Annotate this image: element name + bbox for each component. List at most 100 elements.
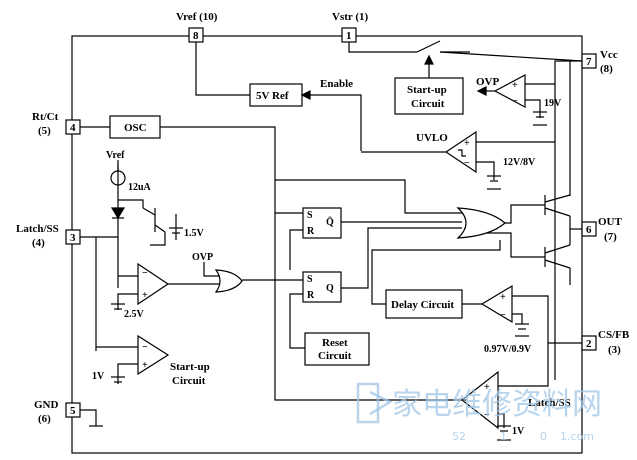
watermark: 家电维修资料网 52 1 0 1.com bbox=[356, 382, 602, 443]
csfb-comp-plus: + bbox=[500, 292, 506, 303]
q-top-collector bbox=[544, 194, 571, 203]
enable-arrow bbox=[300, 90, 311, 100]
sr-latch-2 bbox=[302, 271, 342, 303]
q-top-emitter bbox=[544, 207, 571, 217]
uvlo-comp-plus: + bbox=[464, 138, 470, 149]
reset-label-2: Circuit bbox=[318, 350, 352, 362]
pin-vcc-number: (8) bbox=[600, 63, 613, 75]
wire-csfb bbox=[512, 295, 582, 344]
wire-switch-vcc bbox=[439, 51, 583, 62]
uvlo-label: UVLO bbox=[416, 132, 448, 144]
pin-vcc-label: Vcc bbox=[600, 49, 618, 61]
pin-csfb-number: (3) bbox=[608, 344, 621, 356]
pin-out-number: (7) bbox=[604, 231, 617, 243]
sr1-r-label: R bbox=[307, 226, 315, 237]
pin-csfb-label: CS/FB bbox=[598, 329, 630, 341]
startup-bot-label-1: Start-up bbox=[170, 361, 210, 373]
pin-1-number: 1 bbox=[346, 30, 352, 42]
pin-latch-number: (4) bbox=[32, 237, 45, 249]
ovp-top-comparator bbox=[493, 74, 526, 108]
ref-19v-label: 19V bbox=[544, 98, 562, 109]
latch-ss-comp-plus: + bbox=[484, 382, 490, 393]
latch-comp-plus: + bbox=[142, 290, 148, 301]
latch-comparator bbox=[137, 262, 170, 306]
pin-7-number: 7 bbox=[586, 56, 592, 68]
uvlo-comparator bbox=[444, 130, 477, 174]
wire-or-driver-top bbox=[505, 204, 545, 224]
wire-ovp-mid bbox=[203, 262, 220, 277]
ref-1v-right-label: 1V bbox=[512, 426, 525, 437]
wire-osc-to-latch bbox=[160, 126, 466, 401]
pin-3-number: 3 bbox=[70, 232, 76, 244]
pin-latch-label: Latch/SS bbox=[16, 223, 59, 235]
startup-bot-comparator bbox=[137, 334, 170, 376]
startup-comp-plus: + bbox=[142, 360, 148, 371]
pin-vref-label: Vref (10) bbox=[176, 11, 218, 23]
csfb-comparator bbox=[480, 284, 513, 324]
watermark-url-3: 0 bbox=[540, 430, 547, 443]
latch-ss-comp-minus: − bbox=[484, 410, 490, 421]
pin-5-number: 5 bbox=[70, 405, 76, 417]
pin-out-label: OUT bbox=[598, 216, 623, 228]
startup-top-label-1: Start-up bbox=[407, 84, 447, 96]
wire-2.5v-ref bbox=[117, 293, 138, 310]
uvlo-comp-minus: − bbox=[464, 158, 470, 169]
sr1-s-label: S bbox=[307, 210, 313, 221]
wire-csfb-ref bbox=[512, 313, 523, 324]
wire-uvlo-ref bbox=[476, 161, 495, 180]
uvlo-hysteresis bbox=[458, 149, 466, 157]
startup-switch bbox=[416, 40, 441, 53]
pin-rtct-label: Rt/Ct bbox=[32, 111, 59, 123]
wire-r2-reset bbox=[289, 293, 305, 349]
wire-q2 bbox=[341, 238, 369, 289]
wire-19v-ref bbox=[525, 99, 541, 118]
wire-gnd bbox=[80, 409, 97, 426]
wire-vstr bbox=[348, 42, 417, 53]
sr2-s-label: S bbox=[307, 274, 313, 285]
sr2-q-label: Q bbox=[326, 283, 334, 294]
sr1-qbar-label: Q̄ bbox=[326, 216, 334, 228]
csfb-voltage-label: 0.97V/0.9V bbox=[484, 344, 532, 355]
ovp-comp-plus: + bbox=[512, 80, 518, 91]
latch-ss-comparator bbox=[461, 370, 499, 430]
ovp-or-gate bbox=[214, 269, 243, 293]
startup-top-label-2: Circuit bbox=[411, 98, 445, 110]
vref-small-label: Vref bbox=[106, 150, 125, 161]
pin-4-number: 4 bbox=[70, 122, 76, 134]
wire-q2-or bbox=[367, 227, 462, 238]
ovp-mid-label: OVP bbox=[192, 252, 213, 263]
pin-gnd-number: (6) bbox=[38, 413, 51, 425]
delay-label: Delay Circuit bbox=[391, 299, 454, 311]
startup-comp-minus: − bbox=[142, 342, 148, 353]
wire-vcc-bus bbox=[554, 60, 582, 380]
ref-1v-left-label: 1V bbox=[92, 371, 105, 382]
pin-vstr-label: Vstr (1) bbox=[332, 11, 368, 23]
wire-enable bbox=[302, 94, 362, 151]
wire-1v-ref-right bbox=[498, 413, 505, 428]
pin-6-number: 6 bbox=[586, 224, 592, 236]
pin-8-number: 8 bbox=[193, 30, 199, 42]
ref-1.5v-label: 1.5V bbox=[184, 228, 205, 239]
wire-osc-to-or bbox=[275, 179, 462, 214]
wire-vref bbox=[195, 42, 250, 96]
pin-2-number: 2 bbox=[586, 338, 592, 350]
uvlo-voltage-label: 12V/8V bbox=[503, 157, 536, 168]
q-bot-emitter bbox=[544, 259, 571, 269]
wire-1v-ref bbox=[117, 363, 138, 384]
sr-latch-1 bbox=[302, 207, 342, 239]
sr2-r-label: R bbox=[307, 290, 315, 301]
driver-or-gate bbox=[456, 207, 506, 239]
reset-block bbox=[304, 332, 370, 366]
osc-label: OSC bbox=[124, 122, 147, 134]
watermark-chinese: 家电维修资料网 bbox=[392, 387, 602, 422]
watermark-url-2: 1 bbox=[500, 430, 507, 443]
ovp-top-label: OVP bbox=[476, 76, 500, 88]
wire-delay-out bbox=[371, 240, 501, 305]
ovp-comp-minus: − bbox=[512, 96, 518, 107]
wire-or-driver-bot bbox=[487, 232, 545, 258]
wire-q-1.5v bbox=[118, 199, 144, 208]
csfb-comp-minus: − bbox=[500, 310, 506, 321]
latch-comp-minus: − bbox=[142, 268, 148, 279]
